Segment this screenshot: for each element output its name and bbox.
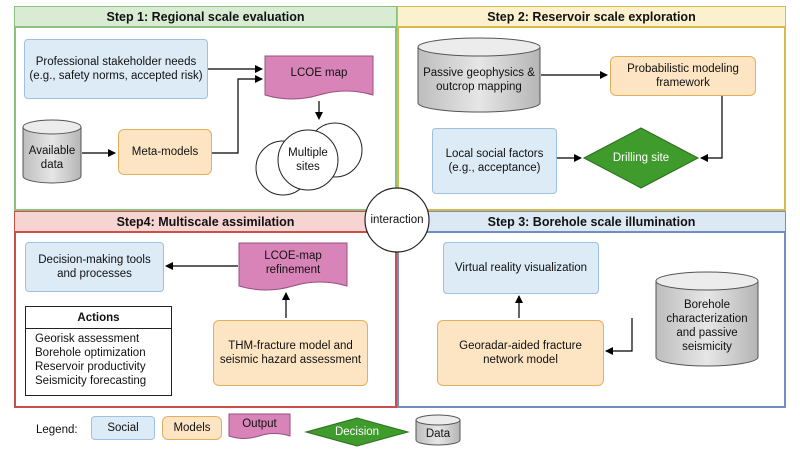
legend-social: Social [91,416,155,440]
decision-tools-box: Decision-making tools and processes [25,242,164,292]
available-data-label: Available data [28,145,76,171]
arrow-meta-lcoe [212,75,263,154]
drilling-site-label: Drilling site [612,152,670,164]
lcoe-map-shape [264,55,374,100]
action-item: Georisk assessment [35,333,140,345]
legend-data-label: Data [425,428,451,440]
legend-output-label: Output [242,418,277,430]
stakeholder-needs-box: Professional stakeholder needs (e.g., sa… [24,39,208,99]
legend-models: Models [162,416,222,440]
interaction-label: interaction [370,214,424,226]
borehole-characterization-label: Borehole characterization and passive se… [666,299,748,353]
action-item: Reservoir productivity [35,361,146,373]
legend-decision-label: Decision [334,426,380,438]
passive-geophysics-cylinder [417,37,541,113]
borehole-cylinder [655,271,759,367]
action-item: Seismicity forecasting [35,375,147,387]
step4-header: Step4: Multiscale assimilation [15,212,396,233]
interaction-circle [364,187,430,253]
actions-box: Actions Georisk assessment Borehole opti… [25,306,172,396]
step3-header: Step 3: Borehole scale illumination [398,212,785,233]
legend-output-shape [228,413,291,439]
legend-decision-diamond [304,417,410,447]
probabilistic-framework-box: Probabilistic modeling framework [610,56,756,96]
legend-label: Legend: [36,424,78,436]
multiple-sites-label: Multiple sites [288,147,328,173]
lcoe-refinement-label: LCOE-map refinement [264,250,322,276]
georadar-model-box: Georadar-aided fracture network model [437,320,604,386]
available-data-cylinder [22,119,82,184]
action-item: Borehole optimization [35,347,146,359]
step1-header: Step 1: Regional scale evaluation [15,7,396,28]
legend-data-cylinder [415,414,461,446]
passive-geophysics-label: Passive geophysics & outcrop mapping [423,67,535,93]
step2-header: Step 2: Reservoir scale exploration [398,7,785,28]
arrow-borehole-georadar [605,318,633,355]
drilling-site-diamond [582,127,700,189]
arrow-prob-drilling [700,96,723,162]
vr-visualization-box: Virtual reality visualization [443,242,599,294]
lcoe-map-label: LCOE map [290,67,348,79]
actions-title: Actions [26,307,171,329]
actions-list: Georisk assessment Borehole optimization… [26,329,171,388]
meta-models-box: Meta-models [118,129,212,175]
site-circle-center [277,129,339,191]
thm-model-box: THM-fracture model and seismic hazard as… [213,320,368,386]
local-social-factors-box: Local social factors (e.g., acceptance) [432,128,557,194]
lcoe-refinement-shape [238,242,348,291]
